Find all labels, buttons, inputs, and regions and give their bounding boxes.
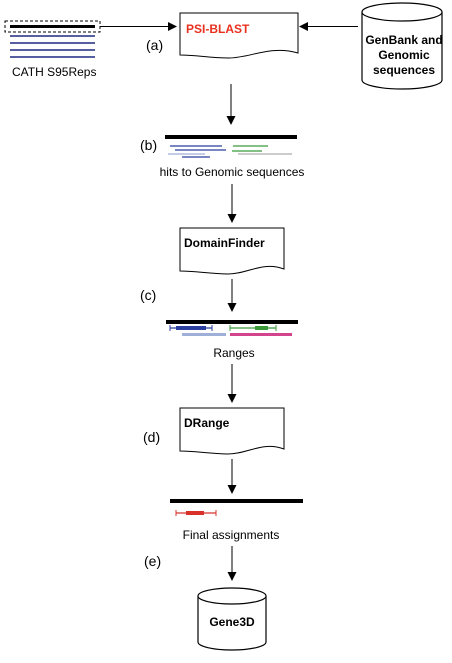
gene3d-label: Gene3D xyxy=(209,615,255,629)
gene3d-cylinder-top xyxy=(197,587,267,605)
final-assignments-caption: Final assignments xyxy=(183,528,280,542)
psiblast-document-shape xyxy=(179,12,299,59)
gene3d-database: Gene3D xyxy=(197,587,267,651)
drange-node: DRange xyxy=(179,407,285,455)
step-d-label: (d) xyxy=(143,429,160,445)
step-c-label: (c) xyxy=(140,287,156,303)
hits-caption: hits to Genomic sequences xyxy=(160,165,305,179)
step-a-label: (a) xyxy=(146,37,163,53)
genbank-label-line-2: Genomic xyxy=(378,48,430,62)
genbank-database: GenBank and Genomic sequences xyxy=(361,2,443,90)
ranges-caption: Ranges xyxy=(213,346,254,360)
assignment-block-red xyxy=(186,511,204,515)
cath-s95reps-label: CATH S95Reps xyxy=(12,65,96,79)
genbank-label-line-3: sequences xyxy=(373,63,435,77)
psiblast-node: PSI-BLAST xyxy=(179,12,299,59)
domainfinder-document-shape xyxy=(179,227,285,275)
ranges-alignment xyxy=(166,320,298,336)
step-b-label: (b) xyxy=(140,137,157,153)
step-e-label: (e) xyxy=(144,553,161,569)
gene3d-cylinder-body xyxy=(197,596,267,651)
range-block-green xyxy=(255,326,268,330)
drange-label: DRange xyxy=(184,416,230,430)
genbank-label-line-1: GenBank and xyxy=(365,33,442,47)
genbank-cylinder-top xyxy=(361,2,443,22)
range-block-blue xyxy=(176,326,206,330)
genbank-cylinder-body xyxy=(361,12,443,90)
domainfinder-label: DomainFinder xyxy=(184,236,265,250)
final-assignments-alignment xyxy=(170,499,303,516)
psiblast-label: PSI-BLAST xyxy=(186,22,250,36)
cath-s95reps-group: CATH S95Reps xyxy=(4,20,101,79)
range-block-light-blue xyxy=(182,333,226,336)
hits-alignment xyxy=(165,135,297,158)
range-block-pink xyxy=(230,333,292,336)
drange-document-shape xyxy=(179,407,285,455)
domainfinder-node: DomainFinder xyxy=(179,227,285,275)
